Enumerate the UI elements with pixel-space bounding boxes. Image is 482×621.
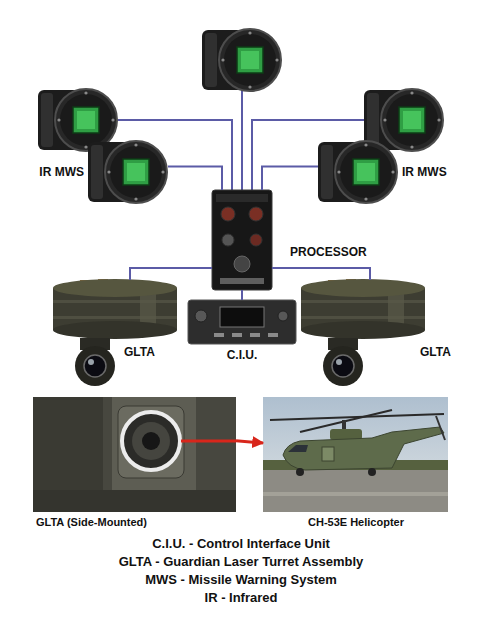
tail-rotor [436, 416, 445, 440]
connector-symbol [234, 256, 250, 272]
helicopter-door [322, 447, 334, 461]
signal-wire [168, 166, 222, 190]
component-label: IR MWS [402, 166, 447, 180]
turret-photo-image [33, 397, 236, 512]
signal-wire [262, 166, 318, 190]
helicopter-photo-image [263, 397, 448, 512]
connector-symbol [249, 207, 263, 221]
mws-sensor [88, 141, 167, 203]
component-label: IR MWS [39, 166, 84, 180]
processor-case [212, 190, 272, 290]
ciu-button [250, 333, 260, 337]
mws-sensor [202, 29, 281, 91]
helicopter-fuselage [283, 427, 444, 470]
ciu-knob [195, 310, 207, 322]
abbreviation-note: GLTA - Guardian Laser Turret Assembly [119, 555, 364, 570]
component-label: GLTA [420, 346, 451, 360]
abbreviation-note: C.I.U. - Control Interface Unit [152, 537, 330, 552]
helicopter-photo: CH-53E Helicopter [263, 397, 448, 512]
ciu-button [232, 333, 242, 337]
signal-wire [130, 268, 212, 280]
ciu-illustration [188, 300, 296, 344]
photo-sky [263, 397, 448, 512]
turret-dome [132, 422, 170, 460]
turret-ring [122, 412, 180, 470]
component-label: GLTA [124, 346, 155, 360]
ciu-screen [220, 307, 264, 327]
wheel [368, 468, 376, 476]
mws-sensor [38, 89, 117, 151]
pointer-arrow [236, 441, 263, 443]
processor-plate [220, 278, 264, 284]
mws-sensor [318, 141, 397, 203]
glta-turret [301, 279, 425, 386]
component-label: GLTA (Side-Mounted) [36, 516, 147, 529]
photo-tarmac [263, 470, 448, 512]
ciu-panel [188, 300, 296, 344]
ir-mws-sensor: IR MWS [318, 134, 398, 206]
wheel [296, 468, 304, 476]
component-label: CH-53E Helicopter [308, 516, 404, 529]
ir-mws-sensor: IR MWS [88, 134, 168, 206]
connector-symbol [250, 234, 262, 246]
processor-band [216, 194, 268, 202]
abbreviation-note: IR - Infrared [205, 591, 278, 606]
signal-wire [241, 90, 243, 190]
laser-turret: GLTA [50, 280, 180, 388]
connector-symbol [222, 234, 234, 246]
ciu-button [268, 333, 278, 337]
turret-housing [118, 406, 184, 478]
connector-symbol [221, 207, 235, 221]
signal-wire [272, 268, 370, 280]
processor-unit: PROCESSOR [212, 190, 272, 290]
turret-lens [142, 432, 160, 450]
component-label: PROCESSOR [290, 246, 367, 260]
glta-turret [53, 279, 177, 386]
processor-illustration [212, 190, 272, 290]
rotor-blade [300, 410, 392, 432]
photo-ground [33, 397, 236, 512]
cockpit-window [288, 445, 308, 452]
component-label: C.I.U. [227, 349, 258, 363]
pointer-line [181, 440, 236, 443]
abbreviation-note: MWS - Missile Warning System [145, 573, 337, 588]
turret-photo: GLTA (Side-Mounted) [33, 397, 236, 512]
control-interface-unit: C.I.U. [188, 300, 296, 344]
photo-runway-stripe [263, 492, 448, 496]
signal-wire [241, 290, 243, 300]
ciu-button [214, 333, 224, 337]
laser-turret: GLTA [298, 280, 428, 388]
photo-floor [33, 490, 236, 512]
ciu-knob [278, 311, 288, 321]
